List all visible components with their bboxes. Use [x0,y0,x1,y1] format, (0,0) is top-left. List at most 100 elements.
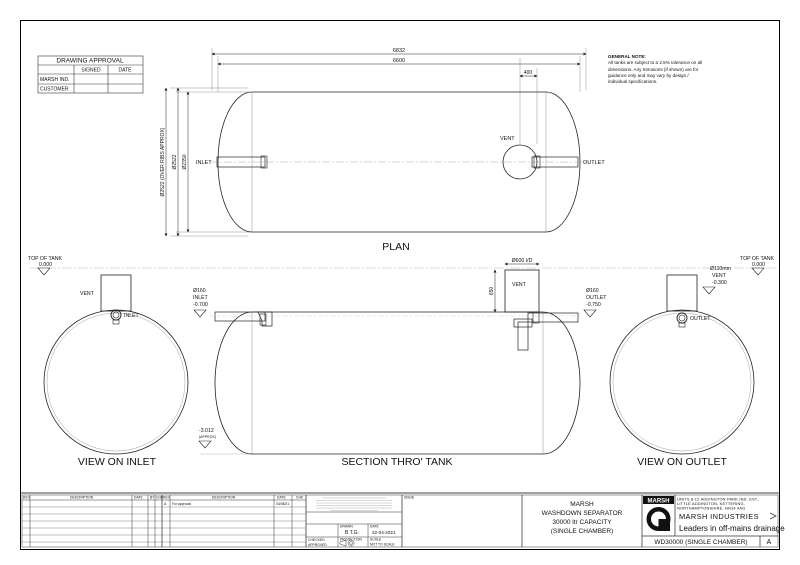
approval-col-signed: SIGNED [81,68,101,74]
level-marker-top-right [751,267,765,276]
view-inlet-turret [100,274,132,312]
plan-inlet-label: INLET [196,160,212,166]
plan-vent-label: VENT [500,136,515,142]
level-marker-outlet [583,309,597,318]
view-outlet-circle [609,309,755,455]
plan-dim-body: 6600 [393,58,405,64]
date-value: 22-04-2021 [372,530,396,535]
brand-tagline: Leaders in off-mains drainage [679,524,785,533]
vent-label-right: VENT [712,273,727,279]
plan-dim-h1: Ø2522 [172,154,178,169]
view-inlet [43,274,189,455]
section-labels: TOP OF TANK 0.000 TOP OF TANK 0.000 Ø160… [28,256,774,468]
view-outlet-pipe [676,312,688,324]
rev2-hdr-chk: CHK [296,496,304,500]
inlet-dia: Ø160 [193,288,206,294]
view-inlet-pipe [110,309,122,321]
rev-hdr-date: DATE [134,496,144,500]
marsh-logo: MARSH [643,496,674,531]
rev2-hdr-rev: REV [163,496,171,500]
general-note-title: GENERAL NOTE: [608,54,646,59]
rev-hdr-chk: CHK [156,496,164,500]
outlet-dia: Ø160 [586,288,599,294]
inlet-level: -0.700 [193,302,208,308]
outlet-level: -0.750 [586,302,601,308]
brand-chevron-icon [769,512,777,520]
projection-label: PROJECTION [340,538,362,542]
drawing-number: WD30000 (SINGLE CHAMBER) [654,539,747,546]
sheet-border [20,20,780,550]
plan-dim-overall: 6832 [393,48,405,54]
rev-entry-rev: A [164,502,167,506]
approval-row-customer: CUSTOMER [40,87,69,93]
view-inlet-labels: VENT INLET VIEW ON INLET [78,291,157,468]
product-line-2: 30000 ltr CAPACITY [552,519,612,526]
view-outlet-labels: OUTLET VIEW ON OUTLET [637,316,727,468]
vent-level: -0.300 [712,280,727,286]
general-note: GENERAL NOTE: All tanks are subject to a… [608,54,703,85]
plan-dim-h2: Ø2350 [182,154,188,169]
company-address: UNITS 8-12 ADDINGTON PARK IND. EST., LIT… [677,497,761,511]
brand-name: MARSH INDUSTRIES [679,512,759,521]
top-level-left: 0.000 [39,262,52,268]
plan-title: PLAN [382,241,409,253]
approval-table: DRAWING APPROVAL SIGNED DATE MARSH IND. … [37,55,144,94]
plan-dim-vent-offset: 400 [524,70,533,76]
level-markers [37,267,765,449]
revision-letter: A [767,539,772,546]
rev-entry-desc: For approval [172,502,191,506]
projection-symbol-icon [339,539,355,547]
rev-entry-date: 04/08/21 [276,502,289,506]
title-block-text: REV DESCRIPTION DATE BY CHK REV DESCRIPT… [23,496,772,548]
view-outlet-turret [666,274,698,312]
top-of-tank-right: TOP OF TANK [740,256,774,262]
scale-label: SCALE [370,538,382,542]
approved-label: APPROVED [308,543,327,547]
view-inlet-vent: VENT [80,291,95,297]
checked-label: CHECKED [308,538,325,542]
scale-value: NOT TO SCALE [370,543,395,547]
rev-hdr-by: BY [150,496,155,500]
rev-hdr-rev: REV [23,496,31,500]
approval-title: DRAWING APPROVAL [56,58,124,65]
plan-view [164,48,590,237]
level-marker-inlet [193,309,207,318]
plan-outlet-label: OUTLET [583,160,605,166]
title-block [20,492,780,548]
view-outlet-title: VIEW ON OUTLET [637,456,727,468]
rev2-hdr-desc: DESCRIPTION [212,496,236,500]
plan-dim-height-outer: Ø2522 (OVER RIBS APPROX) [160,127,166,196]
level-marker-vent [702,286,716,295]
inlet-label: INLET [193,295,209,301]
company-name: MARSH [570,501,594,508]
level-marker-top-left [37,267,51,276]
top-level-right: 0.000 [752,262,765,268]
invert-note: (APPROX) [199,435,216,439]
copyright-fineprint [316,497,392,511]
turret-dia: Ø600 I/D [512,258,533,264]
view-outlet [609,274,755,455]
section-turret [504,269,540,313]
date-label: DATE [370,525,380,529]
level-marker-invert [198,440,212,449]
view-outlet-outlet: OUTLET [690,316,711,322]
section-view [30,262,780,455]
section-title: SECTION THRO' TANK [341,456,452,468]
view-inlet-title: VIEW ON INLET [78,456,157,468]
drawn-value: B.T.G. [345,530,359,536]
section-tank-outline [214,311,581,455]
approval-row-marsh: MARSH IND. [40,77,69,83]
company-info: UNITS 8-12 ADDINGTON PARK IND. EST., LIT… [677,497,785,534]
product-line-1: WASHDOWN SEPARATOR [542,510,623,517]
rev2-hdr-date: DATE [277,496,287,500]
logo-text: MARSH [648,499,670,505]
top-of-tank-left: TOP OF TANK [28,256,62,262]
approval-col-date: DATE [119,68,133,74]
view-inlet-inlet: INLET [124,313,140,319]
product-line-3: (SINGLE CHAMBER) [551,528,613,535]
plan-labels: 6832 6600 400 Ø2522 (OVER RIBS APPROX) Ø… [160,48,605,253]
invert-level: -3.012 [199,428,214,434]
turret-height: 650 [489,287,495,296]
rev-hdr-desc: DESCRIPTION [70,496,94,500]
